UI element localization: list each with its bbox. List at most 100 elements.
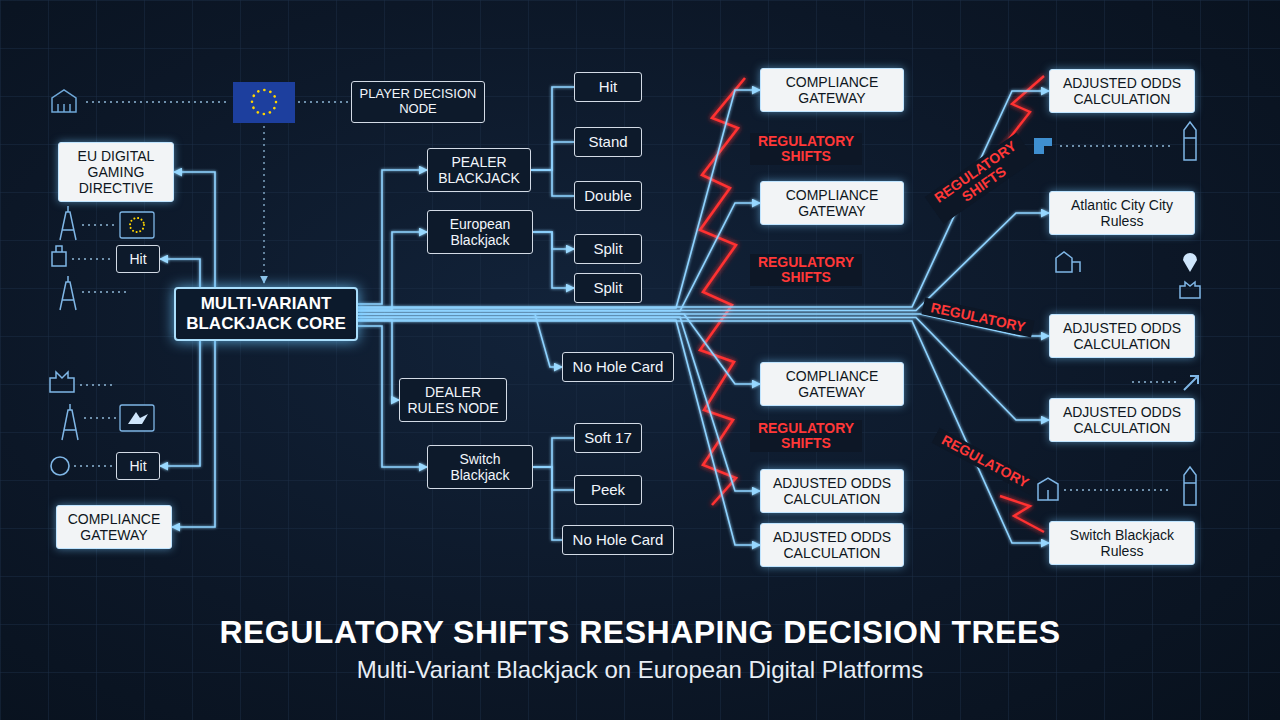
odds-box: ADJUSTED ODDS CALCULATION <box>1049 69 1195 113</box>
node-text: ADJUSTED ODDS CALCULATION <box>1057 404 1187 436</box>
regulatory-label: REGULATORY <box>921 298 1034 338</box>
lightning <box>700 78 745 505</box>
icon-box <box>120 212 154 238</box>
connector <box>358 320 760 545</box>
node-text: ADJUSTED ODDS CALCULATION <box>768 529 896 561</box>
odds-box: ADJUSTED ODDS CALCULATION <box>1049 398 1195 442</box>
building-icon <box>52 246 66 266</box>
tower-icon <box>60 276 76 310</box>
odds-box: ADJUSTED ODDS CALCULATION <box>760 469 904 513</box>
dotted-link <box>1064 489 1172 490</box>
dotted-link <box>1132 381 1178 382</box>
regulatory-label: REGULATORY SHIFTS <box>925 132 1036 223</box>
node-text: PLAYER DECISION NODE <box>359 87 477 117</box>
connector <box>531 142 574 170</box>
node-text: ADJUSTED ODDS CALCULATION <box>1057 75 1187 107</box>
node-text: Soft 17 <box>582 429 634 446</box>
dotted-link <box>82 291 130 292</box>
connector <box>358 213 1049 311</box>
connector <box>358 318 1049 421</box>
node-text: EU DIGITAL GAMING DIRECTIVE <box>66 148 166 196</box>
connector <box>358 314 760 384</box>
arrow-icon <box>1184 376 1198 390</box>
action-box: Hit <box>116 452 160 480</box>
connector <box>358 232 427 310</box>
rule-box: Peek <box>574 475 642 504</box>
node-text: ADJUSTED ODDS CALCULATION <box>768 475 896 507</box>
node-text: MULTI-VARIANT BLACKJACK CORE <box>183 294 349 333</box>
flag-stars <box>252 90 276 114</box>
node-text: COMPLIANCE GATEWAY <box>64 511 164 543</box>
node-text: COMPLIANCE GATEWAY <box>768 74 896 106</box>
node-text: Switch Blackjack Ruless <box>1057 527 1187 559</box>
connector <box>533 467 562 540</box>
node-text: Stand <box>582 133 634 150</box>
action-box: Hit <box>574 72 642 101</box>
dotted-link <box>86 101 229 102</box>
action-box: Split <box>574 234 642 263</box>
connector <box>358 203 760 311</box>
tower-icon <box>62 404 78 440</box>
connector <box>160 259 200 287</box>
connector <box>358 320 399 400</box>
directive-box: EU DIGITAL GAMING DIRECTIVE <box>58 142 174 202</box>
regulatory-label: REGULATORY SHIFTS <box>750 133 862 166</box>
odds-box: ADJUSTED ODDS CALCULATION <box>1049 314 1195 358</box>
connector <box>358 91 1049 307</box>
action-box: Split <box>574 273 642 302</box>
action-box: Hit <box>116 245 160 273</box>
logo-icon <box>1034 138 1052 154</box>
node-text: European Blackjack <box>435 216 525 248</box>
node-text: No Hole Card <box>570 531 666 548</box>
building-icon <box>1056 252 1080 272</box>
caption: Multi-Variant Blackjack on European Digi… <box>0 656 1280 684</box>
regulatory-label: REGULATORY SHIFTS <box>750 254 862 287</box>
building-icon <box>1038 478 1058 500</box>
node-text: Hit <box>124 251 152 267</box>
connector <box>533 438 574 467</box>
node-text: COMPLIANCE GATEWAY <box>768 368 896 400</box>
dotted-link <box>82 224 117 225</box>
connector <box>160 341 200 466</box>
node-text: Double <box>582 187 634 204</box>
building-icon <box>52 90 76 112</box>
connector <box>358 317 760 491</box>
gateway-box: COMPLIANCE GATEWAY <box>760 181 904 225</box>
connector <box>172 341 215 527</box>
core-box: MULTI-VARIANT BLACKJACK CORE <box>174 287 358 340</box>
clocktower-icon <box>1184 467 1196 505</box>
title: REGULATORY SHIFTS RESHAPING DECISION TRE… <box>0 614 1280 651</box>
node-text: PEALER BLACKJACK <box>435 154 523 186</box>
gateway-box: COMPLIANCE GATEWAY <box>760 362 904 406</box>
variant-box: European Blackjack <box>427 210 533 254</box>
variant-box: Switch Blackjack <box>427 445 533 489</box>
action-box: Stand <box>574 127 642 156</box>
rules-box: Atlantic City City Ruless <box>1049 191 1195 235</box>
rules-box: DEALER RULES NODE <box>399 378 507 422</box>
pin-icon <box>1183 253 1197 272</box>
connector <box>358 321 1049 543</box>
node-text: Hit <box>124 458 152 474</box>
dotted-link <box>84 417 117 418</box>
tower-icon <box>60 206 76 240</box>
node-text: No Hole Card <box>570 358 666 375</box>
eu-flag <box>233 82 295 123</box>
rule-box: No Hole Card <box>562 525 674 554</box>
odds-box: ADJUSTED ODDS CALCULATION <box>760 523 904 567</box>
dotted-link <box>80 384 112 385</box>
connector <box>174 172 215 287</box>
coin-icon <box>51 457 69 475</box>
node-text: Split <box>582 240 634 257</box>
dotted-link <box>298 101 348 102</box>
dotted-link <box>1060 145 1172 146</box>
connector <box>531 170 574 196</box>
rule-box: No Hole Card <box>562 352 674 381</box>
dotted-link <box>74 465 113 466</box>
action-box: Double <box>574 181 642 210</box>
node-text: Hit <box>582 78 634 95</box>
connector <box>358 314 562 367</box>
